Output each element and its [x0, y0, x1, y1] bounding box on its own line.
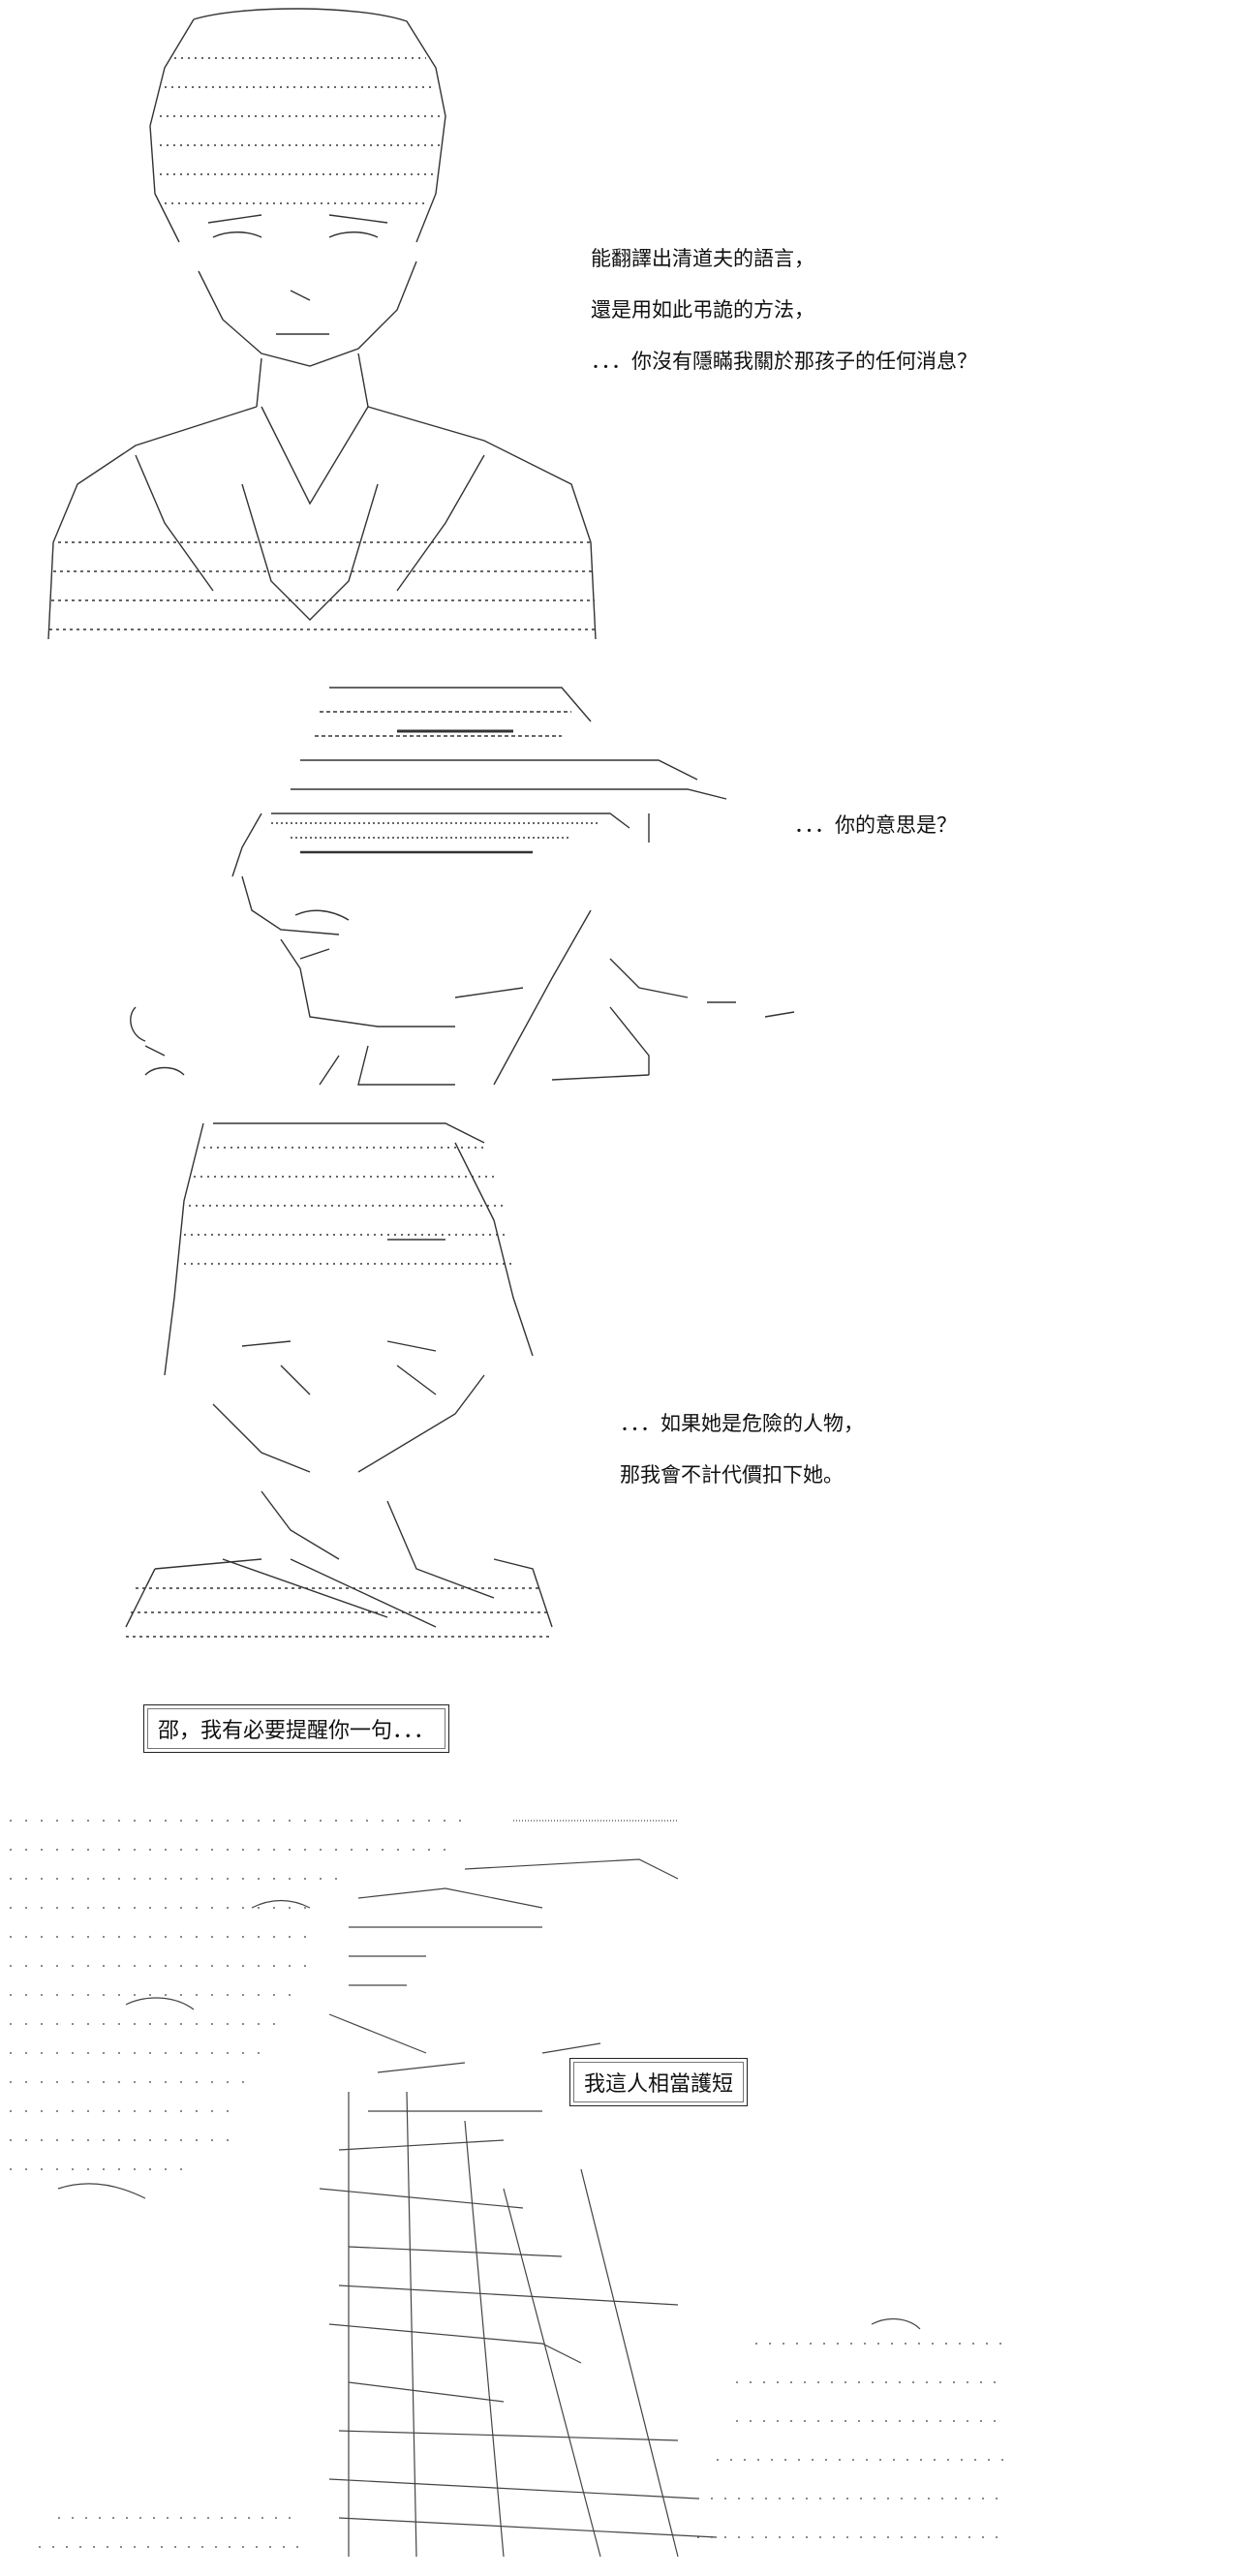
character-figure-4 — [10, 1820, 1007, 2558]
panel-3: ．．．如果她是危險的人物， 那我會不計代價扣下她。 邵，我有必要提醒你一句．．． — [0, 1104, 1259, 1753]
speech-box-1: 邵，我有必要提醒你一句．．． — [143, 1704, 450, 1753]
speech-box-2: 我這人相當護短 — [569, 2058, 749, 2106]
caption-line: ．．．你的意思是？ — [794, 813, 957, 837]
character-figure-2 — [130, 687, 795, 1086]
caption-block-3: ．．．如果她是危險的人物， 那我會不計代價扣下她。 — [620, 1412, 864, 1515]
caption-block-1: 能翻譯出清道夫的語言， 還是用如此弔詭的方法， ．．．你沒有隱瞞我關於那孩子的任… — [591, 247, 977, 402]
panel-2: ．．．你的意思是？ — [0, 668, 1259, 1094]
caption-line: ．．．你沒有隱瞞我關於那孩子的任何消息？ — [591, 350, 977, 374]
character-figure-3 — [125, 1122, 553, 1638]
caption-line: 還是用如此弔詭的方法， — [591, 298, 814, 322]
caption-line: 那我會不計代價扣下她。 — [620, 1463, 844, 1487]
character-figure-1 — [47, 8, 597, 640]
panel-4: 我這人相當護短 — [0, 1801, 1259, 2566]
panel-1: 能翻譯出清道夫的語言， 還是用如此弔詭的方法， ．．．你沒有隱瞞我關於那孩子的任… — [0, 0, 1259, 659]
caption-block-2: ．．．你的意思是？ — [794, 813, 957, 865]
caption-line: ．．．如果她是危險的人物， — [620, 1412, 864, 1435]
caption-line: 能翻譯出清道夫的語言， — [591, 247, 814, 270]
